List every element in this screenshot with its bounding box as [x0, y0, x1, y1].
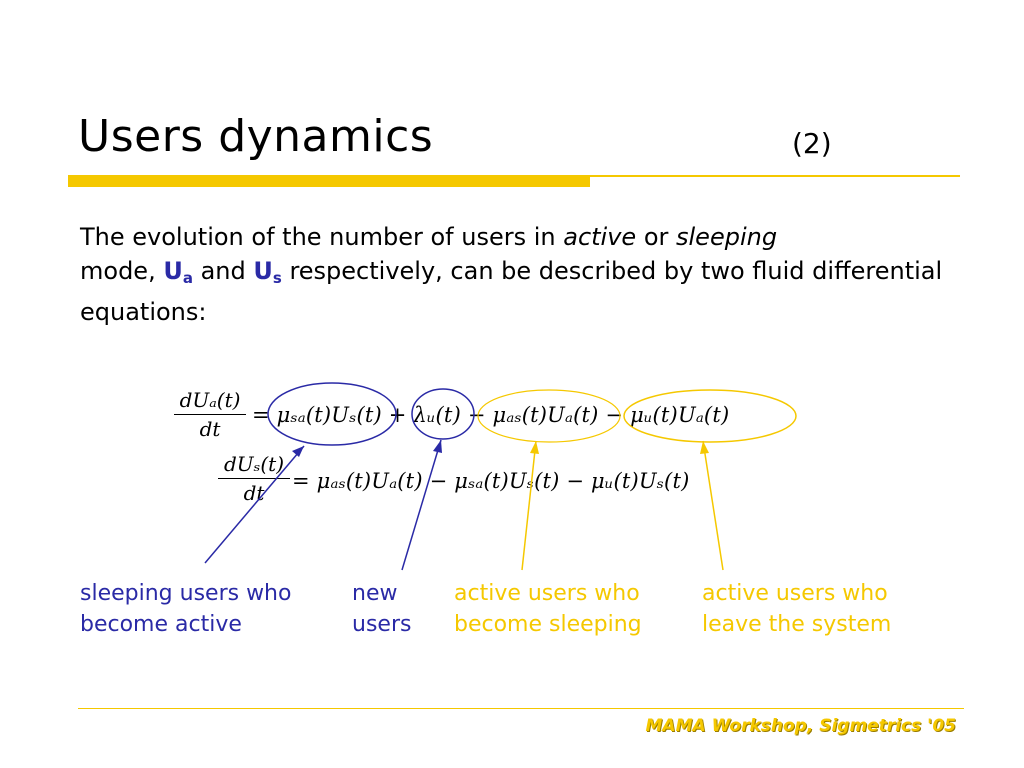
arrow-sleeping-to-active [204, 445, 305, 564]
body-sleeping-word: sleeping [676, 223, 778, 251]
label-new-users: new users [352, 581, 412, 637]
ellipse-sleeping-to-active [267, 382, 397, 446]
arrow-active-leave [702, 440, 724, 571]
label-active-leave: active users who leave the system [702, 581, 892, 637]
eq1-numerator: dUₐ(t) [179, 388, 241, 412]
ellipse-active-leave [623, 389, 797, 443]
body-text-5: respectively, can be described by two fl… [80, 257, 943, 326]
slide-title: Users dynamics [78, 111, 434, 162]
arrowhead-sleeping-to-active [292, 446, 304, 457]
body-text-2: or [636, 223, 676, 251]
footer-divider [78, 708, 964, 709]
footer-text: MAMA Workshop, Sigmetrics '05 [645, 716, 957, 736]
ua-symbol: Ua [163, 257, 193, 287]
body-paragraph: The evolution of the number of users in … [80, 220, 960, 329]
ellipse-active-to-sleeping [477, 389, 621, 443]
eq1-rhs: = μₛₐ(t)Uₛ(t) + λᵤ(t) − μₐₛ(t)Uₐ(t) − μᵤ… [252, 403, 730, 427]
title-underline-thin [68, 175, 960, 177]
arrowhead-active-to-sleeping [530, 441, 539, 454]
title-underline-thick [68, 177, 590, 187]
slide-number: (2) [792, 127, 832, 160]
eq2-numerator: dUₛ(t) [223, 452, 285, 476]
body-text-3: mode, [80, 257, 164, 285]
label-sleeping-to-active: sleeping users who become active [80, 581, 292, 637]
label-active-to-sleeping: active users who become sleeping [454, 581, 642, 637]
arrow-active-to-sleeping [521, 440, 537, 571]
body-active-word: active [563, 223, 637, 251]
body-text-4: and [192, 257, 254, 285]
eq1-lhs-fraction: dUₐ(t) dt [174, 388, 246, 441]
arrowhead-new-users [433, 440, 442, 453]
eq2-rhs: = μₐₛ(t)Uₐ(t) − μₛₐ(t)Uₛ(t) − μᵤ(t)Uₛ(t) [292, 469, 690, 493]
eq1-denominator: dt [199, 417, 221, 441]
arrowhead-active-leave [700, 441, 709, 454]
us-symbol: Us [253, 257, 282, 287]
arrow-new-users [401, 439, 442, 571]
ellipse-new-users [411, 388, 475, 440]
body-text-1: The evolution of the number of users in [80, 223, 564, 251]
